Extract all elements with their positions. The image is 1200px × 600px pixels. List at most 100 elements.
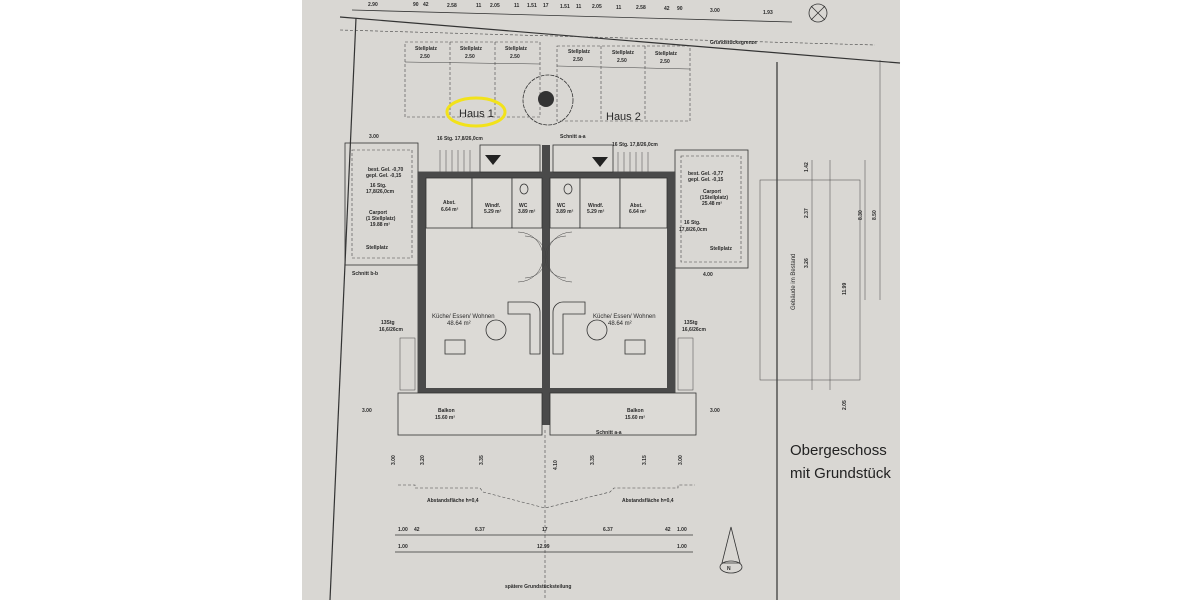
- living-room-area: 48.64 m²: [447, 321, 471, 327]
- dim: 17: [543, 3, 549, 9]
- dim: 1.00: [398, 544, 408, 550]
- right-dimension-chain: 1.42 2.37 3.26 8.30 8.50 11.99 2.05: [804, 60, 881, 410]
- room-name: WC: [519, 203, 528, 209]
- dim: 11: [616, 5, 622, 11]
- level-label: gepl. Gel. -0,15: [688, 177, 724, 183]
- stairs-label: 16,6/26cm: [682, 327, 706, 333]
- section-a-label: Schnitt a-a: [560, 134, 586, 140]
- bottom-dimension-chain: 1.00 42 6.37 17 6.37 42 1.00 1.00 12.99 …: [395, 527, 693, 590]
- dim: 1.93: [763, 10, 773, 16]
- dim: 2.58: [447, 3, 457, 9]
- dim: 3.26: [804, 258, 810, 268]
- parking-width: 2.50: [465, 54, 475, 60]
- haus-1-highlight: [445, 96, 507, 128]
- dim: 11: [476, 3, 482, 9]
- entrance-arrow-icon: [592, 157, 608, 167]
- future-division-label: spätere Grundstücksteilung: [505, 584, 571, 590]
- stellplatz-label: Stellplatz: [710, 246, 732, 252]
- dim: 1.00: [677, 527, 687, 533]
- house-1-label: Haus 1: [459, 108, 494, 120]
- balcony-area: 15.60 m²: [435, 415, 455, 421]
- parking-width: 2.50: [573, 57, 583, 63]
- room-area: 6.64 m²: [441, 207, 459, 213]
- stairs-label: 16 Stg. 17,8/26,0cm: [437, 136, 483, 142]
- parking-label: Stellplatz: [415, 46, 437, 52]
- room-name: Abst.: [630, 203, 643, 209]
- room-name: Windf.: [588, 203, 604, 209]
- room-area: 3.89 m²: [518, 209, 536, 215]
- stairs-label: 16 Stg. 17,8/26,0cm: [612, 142, 658, 148]
- carport-sub: (1Stellplatz): [700, 195, 728, 201]
- dim: 42: [665, 527, 671, 533]
- room-area: 6.64 m²: [629, 209, 647, 215]
- parking-width: 2.50: [660, 59, 670, 65]
- carport-sub: (1 Stellplatz): [366, 216, 396, 222]
- dim: 1.51: [527, 3, 537, 9]
- dim: 42: [414, 527, 420, 533]
- parking-label: Stellplatz: [655, 51, 677, 57]
- plan-title-line-1: Obergeschoss: [790, 442, 887, 459]
- side-dim: 3.00: [710, 408, 720, 414]
- top-dimension-chain: 2.90 90 42 2.58 11 2.05 11 1.51 17 1.51 …: [351, 2, 793, 23]
- room-name: Windf.: [485, 203, 501, 209]
- parking-width: 2.50: [617, 58, 627, 64]
- setback-area: 3.00 3.20 3.35 4.10 3.35 3.15 3.00 Absta…: [391, 430, 695, 600]
- dim: 3.20: [420, 455, 426, 465]
- tree-icon: [522, 74, 574, 126]
- carport-area: 19.88 m²: [370, 222, 390, 228]
- dim: 8.50: [872, 210, 878, 220]
- room-area: 3.89 m²: [556, 209, 574, 215]
- building: Abst. 6.64 m² Windf. 5.29 m² WC 3.89 m² …: [362, 144, 720, 436]
- parking-label: Stellplatz: [505, 46, 527, 52]
- toilet-icon: [519, 183, 573, 195]
- existing-building-label: Gebäude im Bestand: [791, 254, 797, 310]
- north-label: N: [727, 566, 731, 572]
- property-line: [339, 16, 901, 64]
- compass-symbol-icon: [808, 3, 828, 23]
- stairs-label: 16,6/26cm: [379, 327, 403, 333]
- house-2-label: Haus 2: [606, 111, 641, 123]
- dim: 3.15: [642, 455, 648, 465]
- stairs-label: 17,8/26,0cm: [679, 227, 708, 233]
- west-property-line: [329, 17, 357, 600]
- carport-width: 3.00: [369, 134, 379, 140]
- dim: 2.05: [490, 3, 500, 9]
- stairs-label: 13Stg: [684, 320, 698, 326]
- dim: 2.58: [636, 5, 646, 11]
- carport-area: 25.48 m²: [702, 201, 722, 207]
- carport-label: Carport: [369, 210, 387, 216]
- north-arrow-icon: N: [719, 526, 743, 574]
- property-line-label: Grundstücksgrenze: [710, 40, 757, 46]
- room-name: WC: [557, 203, 566, 209]
- party-wall: [542, 145, 550, 425]
- carport-width: 4.00: [703, 272, 713, 278]
- setback-label: Abstandsfläche h=0,4: [427, 498, 479, 504]
- living-room-area: 48.64 m²: [608, 321, 632, 327]
- dim: 12.99: [537, 544, 550, 550]
- dim: 3.00: [678, 455, 684, 465]
- balcony-name: Balkon: [438, 408, 455, 414]
- staircase: [517, 231, 573, 283]
- living-room-name: Küche/ Essen/ Wohnen: [593, 314, 656, 320]
- dim: 3.00: [710, 8, 720, 14]
- room-area: 5.29 m²: [484, 209, 502, 215]
- parking-width: 2.50: [420, 54, 430, 60]
- stairs-label: 17,8/26,0cm: [366, 189, 395, 195]
- dim: 90: [677, 6, 683, 12]
- stairs-label: 13Stg: [381, 320, 395, 326]
- dim: 1.51: [560, 4, 570, 10]
- dim: 2.05: [592, 4, 602, 10]
- balcony-area: 15.60 m²: [625, 415, 645, 421]
- dim: 42: [664, 6, 670, 12]
- dim: 17: [542, 527, 548, 533]
- carport-label: Carport: [703, 189, 721, 195]
- room-name: Abst.: [443, 200, 456, 206]
- dim: 11: [576, 4, 582, 10]
- level-label: best. Gel. -0,77: [688, 171, 724, 177]
- parking-label: Stellplatz: [460, 46, 482, 52]
- dim: 11.99: [842, 283, 848, 295]
- sofa-icon: [485, 301, 608, 355]
- dim: 1.00: [398, 527, 408, 533]
- dim: 3.00: [391, 455, 397, 465]
